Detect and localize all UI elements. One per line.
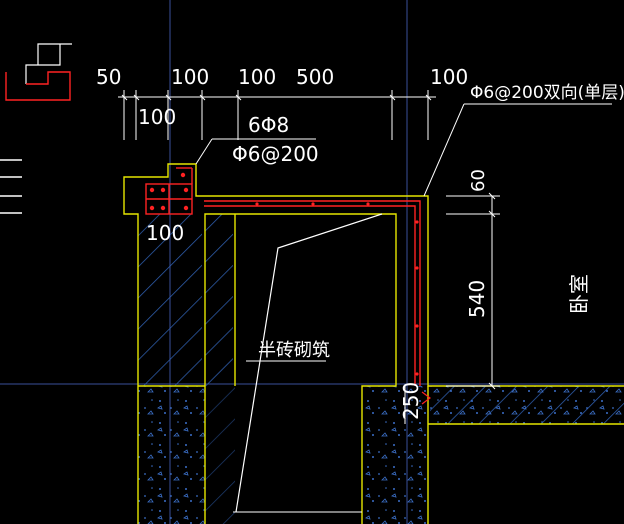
- rebar-stirrup-label: Φ6@200: [232, 142, 319, 166]
- slab-rebar-label: Φ6@200双向(单层): [470, 83, 624, 103]
- section-symbol-icon: [5, 43, 72, 101]
- dim-100-second: 100: [138, 105, 176, 129]
- room-label: 卧室: [567, 274, 591, 314]
- dim-60: 60: [468, 169, 489, 192]
- left-ticks: [0, 159, 22, 214]
- dim-100-ledge: 100: [146, 221, 184, 245]
- wall-label: 半砖砌筑: [258, 340, 330, 361]
- dimension-lines: [118, 90, 612, 424]
- concrete-fill: [138, 386, 624, 524]
- dim-540: 540: [465, 280, 489, 318]
- rebar: [145, 167, 431, 405]
- dim-100-a: 100: [171, 65, 209, 89]
- dim-50: 50: [96, 65, 121, 89]
- dimension-texts: 50 100 100 500 100 100 100 6Φ8 Φ6@200 Φ6…: [96, 65, 624, 420]
- left-wall-hatch: [138, 214, 235, 524]
- rebar-points: [149, 172, 419, 376]
- structure-outline: [123, 163, 624, 524]
- dim-100-b: 100: [238, 65, 276, 89]
- rebar-main-label: 6Φ8: [248, 113, 289, 137]
- dim-500: 500: [296, 65, 334, 89]
- dim-100-c: 100: [430, 65, 468, 89]
- dim-250: 250: [399, 382, 423, 420]
- slope-line: [235, 213, 383, 513]
